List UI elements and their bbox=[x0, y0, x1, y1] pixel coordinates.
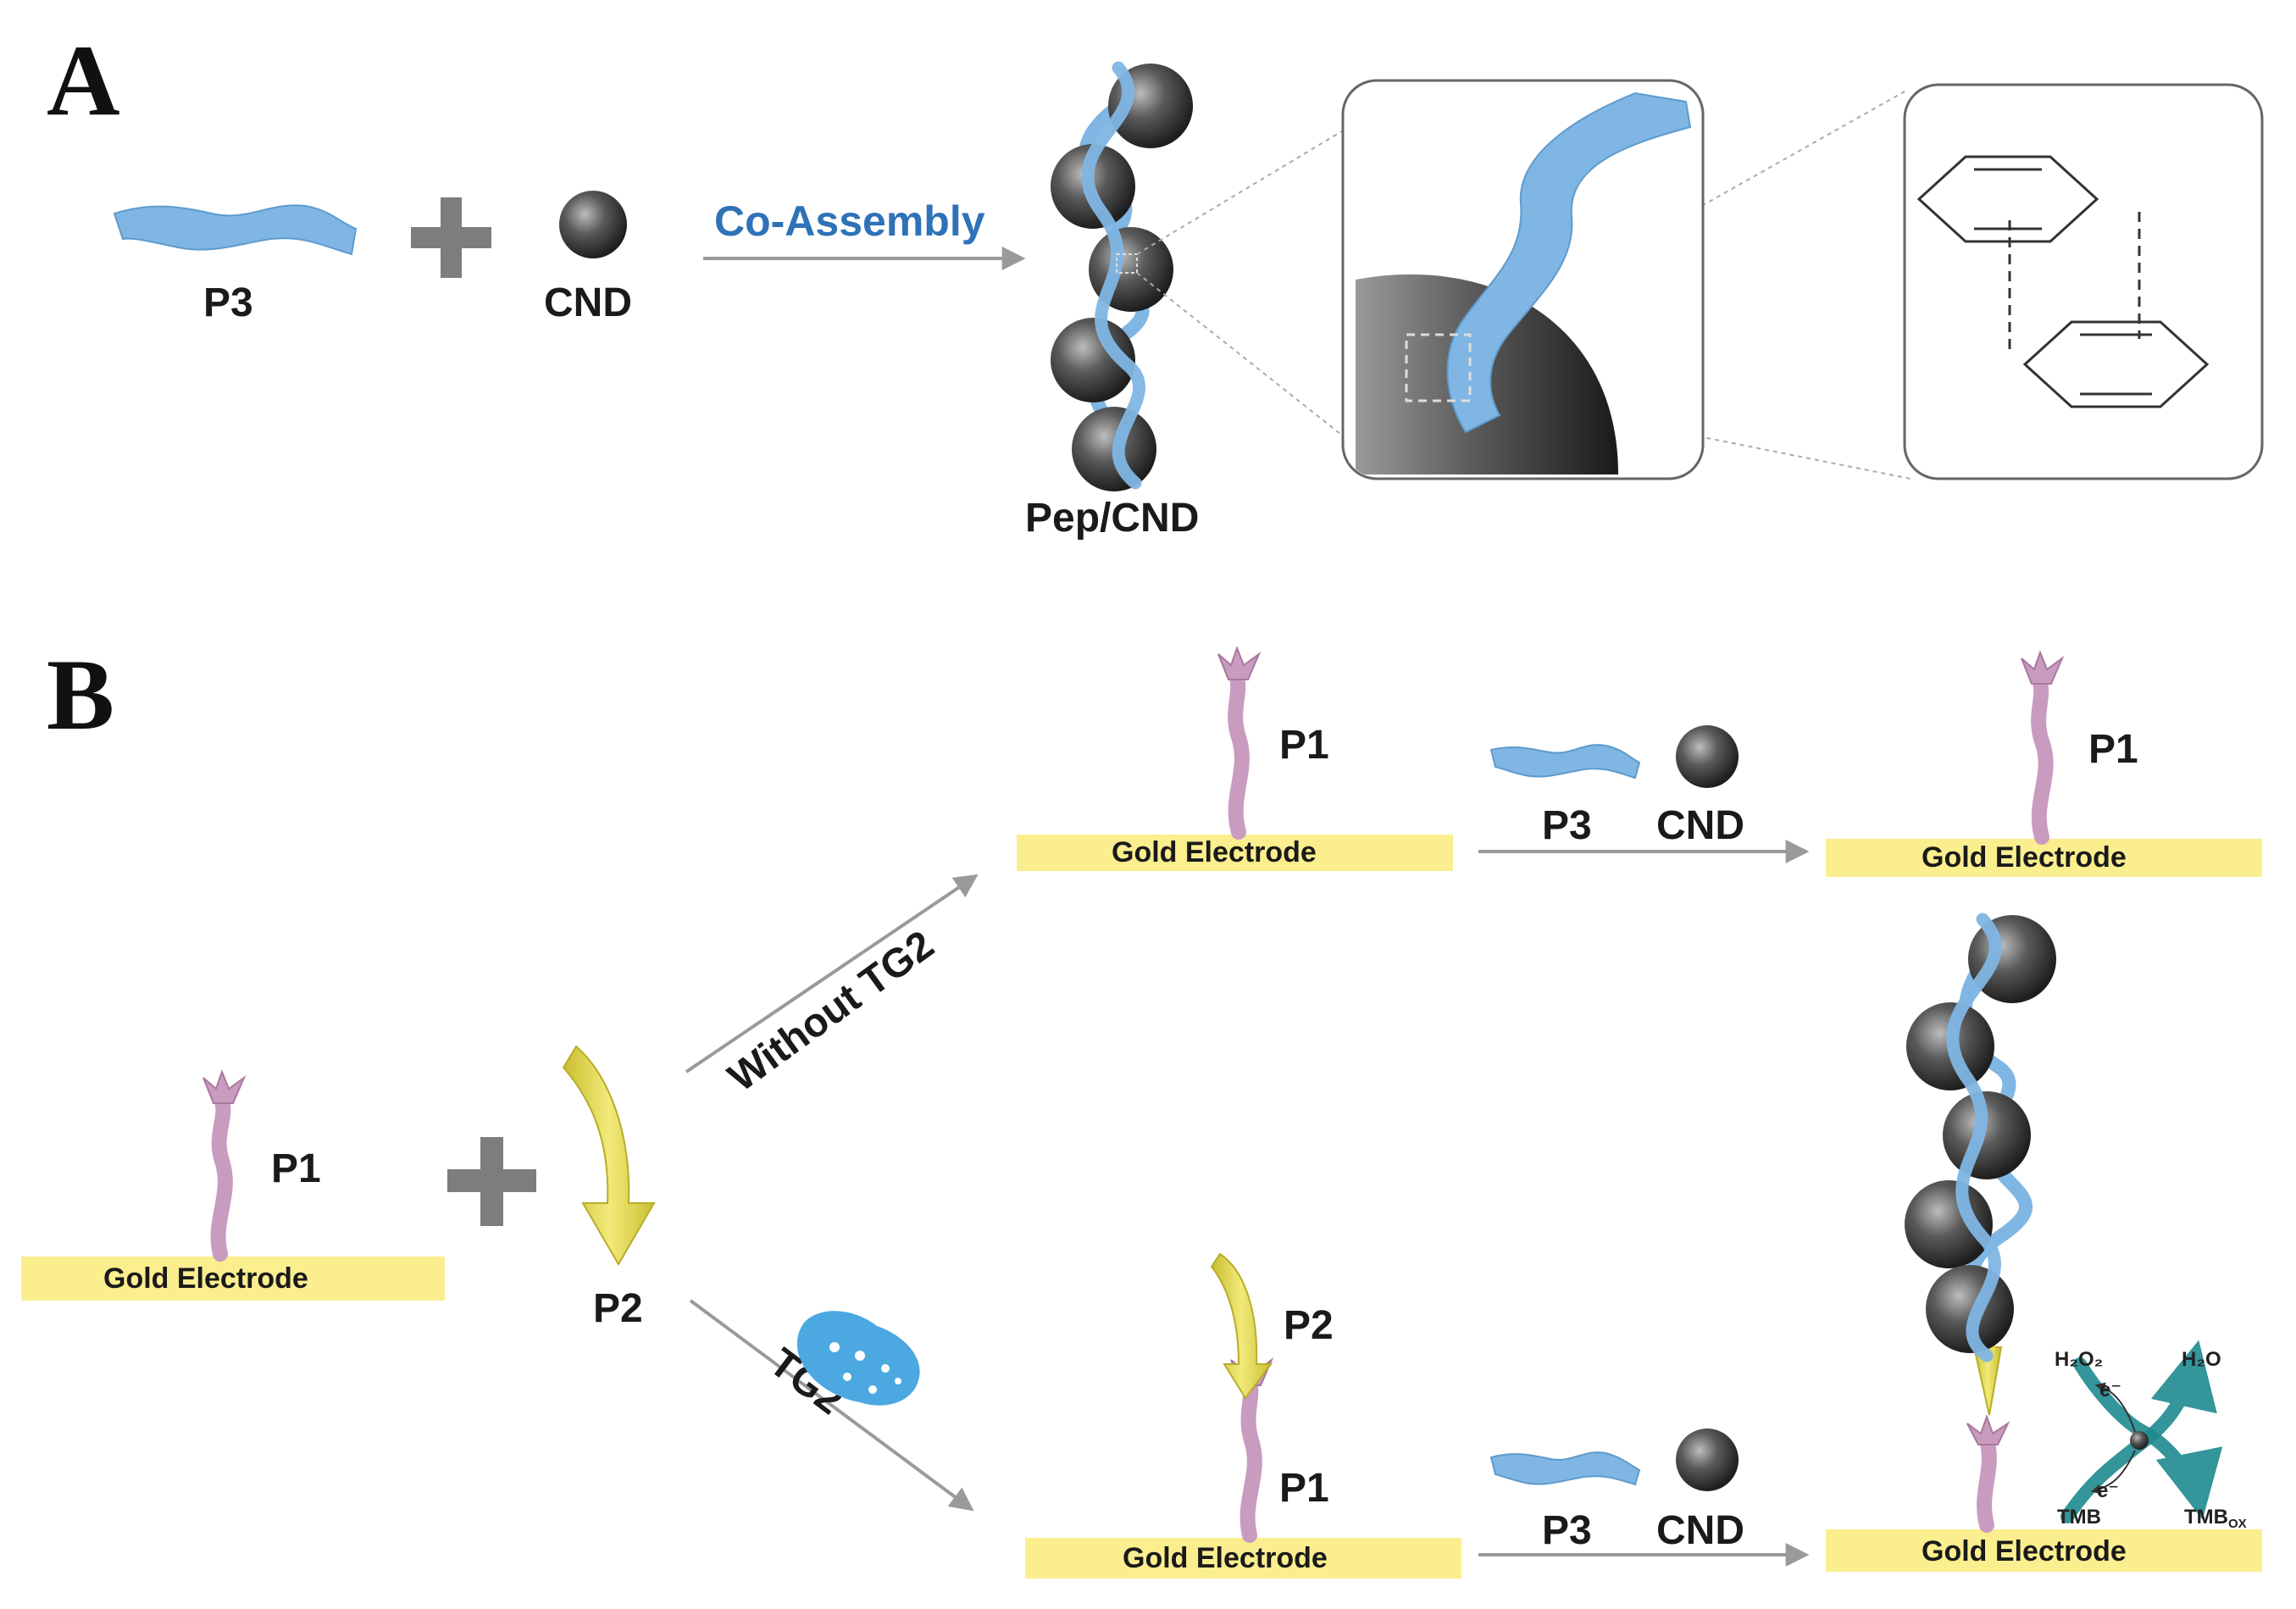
cnd-label-bottom: CND bbox=[1656, 1508, 1744, 1553]
cnd-label: CND bbox=[544, 280, 632, 325]
cnd-sphere bbox=[559, 191, 627, 258]
p2-peptide-bottom-middle bbox=[1210, 1252, 1273, 1400]
p3-label-top: P3 bbox=[1542, 803, 1592, 848]
p3-peptide-ribbon bbox=[113, 204, 358, 256]
panel-a-label: A bbox=[47, 24, 120, 136]
h2o2-label: H₂O₂ bbox=[2055, 1348, 2103, 1371]
zoom-box-peptide-on-cnd bbox=[1341, 79, 1705, 480]
gold-electrode-left bbox=[21, 1257, 445, 1301]
gold-electrode-left-label: Gold Electrode bbox=[103, 1262, 308, 1295]
cnd-sphere-bottom bbox=[1676, 1429, 1739, 1491]
h2o-label: H₂O bbox=[2182, 1348, 2221, 1371]
p1-label-top-right: P1 bbox=[2088, 727, 2138, 772]
zoom-guide-lines bbox=[1136, 91, 1911, 480]
p1-peptide-top-right bbox=[2021, 650, 2065, 845]
p2-peptide-arrow bbox=[562, 1045, 656, 1266]
arrow-tg2 bbox=[689, 1299, 974, 1512]
p1-peptide-top-middle bbox=[1217, 646, 1262, 840]
electron-label-top: e⁻ bbox=[2099, 1379, 2121, 1401]
p2-label-bottom-middle: P2 bbox=[1284, 1303, 1334, 1348]
cnd-label-top: CND bbox=[1656, 803, 1744, 848]
electron-label-bottom: e⁻ bbox=[2097, 1479, 2119, 1502]
gold-electrode-bottom-right bbox=[1826, 1529, 2262, 1572]
pep-cnd-assembly-on-electrode bbox=[1905, 913, 2056, 1533]
zoom-box-pi-stacking bbox=[1903, 83, 2264, 480]
tmb-label: TMB bbox=[2057, 1506, 2101, 1529]
tg2-enzyme-icon bbox=[796, 1311, 920, 1406]
p3-ribbon-top bbox=[1489, 744, 1641, 780]
arrow-without-tg2 bbox=[685, 874, 979, 1074]
without-tg2-label: Without TG2 bbox=[720, 923, 942, 1101]
pep-cnd-assembly bbox=[1051, 61, 1193, 491]
gold-electrode-bottom-middle-label: Gold Electrode bbox=[1123, 1542, 1328, 1574]
co-assembly-label: Co-Assembly bbox=[714, 197, 985, 245]
p1-label-bottom-middle: P1 bbox=[1279, 1466, 1329, 1511]
p1-label-top-middle: P1 bbox=[1279, 723, 1329, 768]
gold-electrode-bottom-right-label: Gold Electrode bbox=[1922, 1535, 2127, 1567]
tmb-ox-label: TMBOX bbox=[2184, 1506, 2247, 1531]
catalysis-cycle-icon bbox=[2060, 1340, 2223, 1523]
p3-ribbon-bottom bbox=[1489, 1451, 1641, 1486]
cnd-sphere-top bbox=[1676, 725, 1739, 788]
gold-electrode-top-middle-label: Gold Electrode bbox=[1112, 836, 1317, 868]
p3-label: P3 bbox=[203, 280, 253, 325]
p1-label-left: P1 bbox=[271, 1146, 321, 1191]
p3-label-bottom: P3 bbox=[1542, 1508, 1592, 1553]
plus-icon-b bbox=[447, 1137, 536, 1226]
plus-icon bbox=[411, 197, 491, 278]
gold-electrode-top-right bbox=[1826, 839, 2262, 877]
gold-electrode-top-middle bbox=[1017, 835, 1453, 871]
panel-b-label: B bbox=[47, 638, 114, 751]
gold-electrode-top-right-label: Gold Electrode bbox=[1922, 841, 2127, 874]
gold-electrode-bottom-middle bbox=[1025, 1538, 1461, 1578]
p1-peptide-left bbox=[202, 1069, 247, 1262]
pep-cnd-label: Pep/CND bbox=[1025, 496, 1199, 541]
p2-label: P2 bbox=[593, 1286, 643, 1331]
